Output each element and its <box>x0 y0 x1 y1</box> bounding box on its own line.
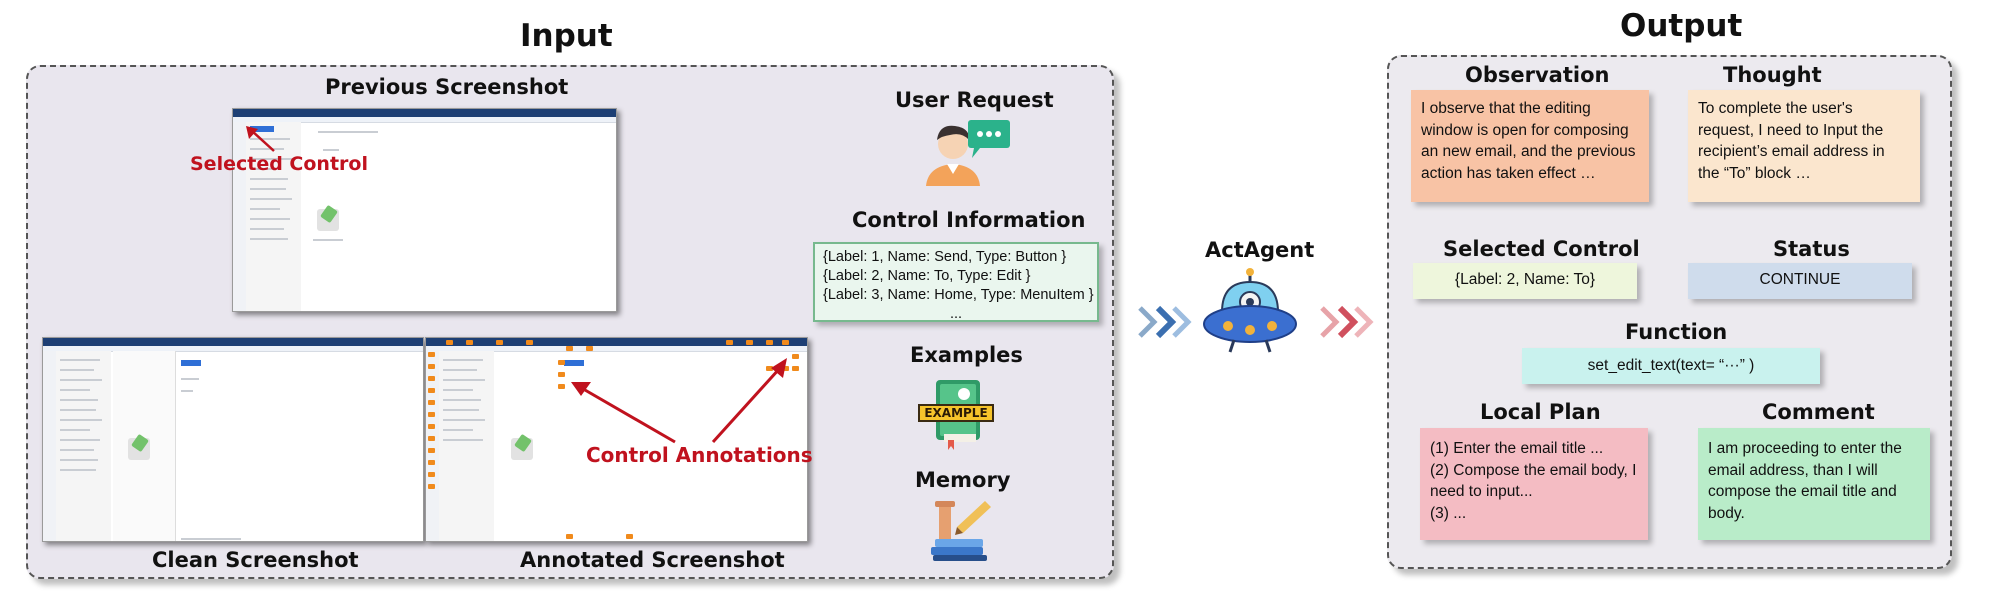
comment-title: Comment <box>1762 400 1875 424</box>
clean-screenshot-label: Clean Screenshot <box>152 548 359 572</box>
control-info-line: {Label: 1, Name: Send, Type: Button } <box>823 249 1067 265</box>
actagent-ufo-icon <box>1203 268 1297 353</box>
memory-icon <box>931 501 991 561</box>
thought-box: To complete the user's request, I need t… <box>1688 90 1920 202</box>
selected-control-label: Selected Control <box>190 153 368 175</box>
local-plan-title: Local Plan <box>1480 400 1601 424</box>
selected-control-arrow <box>246 126 275 152</box>
selected-control-title: Selected Control <box>1443 237 1640 261</box>
function-title: Function <box>1625 320 1728 344</box>
local-plan-line: (3) ... <box>1430 504 1467 522</box>
user-request-label: User Request <box>895 88 1054 112</box>
observation-box: I observe that the editing window is ope… <box>1411 90 1649 202</box>
input-title: Input <box>520 18 613 54</box>
output-title: Output <box>1620 8 1743 44</box>
local-plan-box: (1) Enter the email title ... (2) Compos… <box>1420 428 1648 540</box>
selected-control-box: {Label: 2, Name: To} <box>1413 263 1637 299</box>
control-information-box: {Label: 1, Name: Send, Type: Button } {L… <box>813 242 1099 322</box>
thought-title: Thought <box>1723 63 1822 87</box>
control-info-line: {Label: 3, Name: Home, Type: MenuItem } <box>823 287 1094 303</box>
annotated-screenshot-label: Annotated Screenshot <box>520 548 785 572</box>
user-request-icon <box>926 120 1010 186</box>
control-annotation-arrows <box>571 358 787 444</box>
function-box: set_edit_text(text= “···” ) <box>1522 348 1820 384</box>
status-title: Status <box>1773 237 1850 261</box>
previous-screenshot <box>232 108 617 312</box>
clean-screenshot <box>42 337 424 542</box>
control-annotations-label: Control Annotations <box>586 443 813 467</box>
control-info-line: {Label: 2, Name: To, Type: Edit } <box>823 268 1031 284</box>
annotated-screenshot <box>425 337 808 542</box>
output-chevron-arrows <box>1320 305 1374 339</box>
actagent-label: ActAgent <box>1205 238 1315 262</box>
observation-title: Observation <box>1465 63 1610 87</box>
control-information-label: Control Information <box>852 208 1086 232</box>
example-badge: EXAMPLE <box>918 404 994 422</box>
local-plan-line: (1) Enter the email title ... <box>1430 440 1604 457</box>
control-info-line: ... <box>949 306 963 322</box>
comment-box: I am proceeding to enter the email addre… <box>1698 428 1930 540</box>
memory-label: Memory <box>915 468 1011 492</box>
input-chevron-arrows <box>1138 305 1192 339</box>
examples-label: Examples <box>910 343 1023 367</box>
local-plan-line: (2) Compose the email body, I need to in… <box>1430 461 1637 501</box>
status-box: CONTINUE <box>1688 263 1912 299</box>
previous-screenshot-label: Previous Screenshot <box>325 75 569 99</box>
examples-book-icon <box>936 380 980 450</box>
